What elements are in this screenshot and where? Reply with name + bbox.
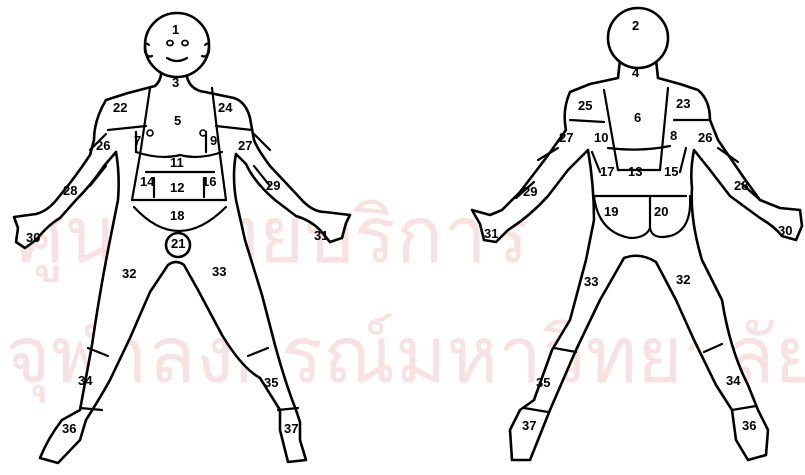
front-region-label: 7 [134, 133, 141, 148]
front-region-label: 30 [26, 230, 40, 245]
back-region-label: 31 [484, 226, 498, 241]
front-region-label: 28 [63, 183, 77, 198]
back-region-label: 28 [734, 178, 748, 193]
front-region-label: 27 [238, 138, 252, 153]
back-region-label: 37 [522, 418, 536, 433]
front-region-label: 3 [172, 75, 179, 90]
front-region-label: 34 [78, 373, 93, 388]
back-region-label: 20 [654, 204, 668, 219]
back-region-label: 34 [726, 373, 741, 388]
front-region-label: 35 [264, 375, 278, 390]
back-region-label: 15 [664, 164, 678, 179]
front-region-label: 36 [62, 421, 76, 436]
front-region-label: 11 [170, 155, 184, 170]
back-region-label: 17 [600, 164, 614, 179]
front-region-label: 33 [212, 264, 226, 279]
front-region-label: 24 [218, 100, 233, 115]
back-region-label: 33 [584, 274, 598, 289]
front-region-label: 26 [96, 138, 110, 153]
back-region-label: 10 [594, 130, 608, 145]
front-region-label: 18 [170, 208, 184, 223]
front-region-label: 9 [210, 133, 217, 148]
back-region-label: 2 [632, 18, 639, 33]
back-region-label: 27 [559, 130, 573, 145]
front-region-label: 22 [113, 100, 127, 115]
front-region-label: 1 [172, 22, 179, 37]
back-region-label: 32 [676, 272, 690, 287]
front-region-label: 16 [202, 174, 216, 189]
front-region-label: 29 [266, 178, 280, 193]
back-region-label: 26 [698, 130, 712, 145]
front-region-label: 37 [284, 421, 298, 436]
back-head [608, 8, 668, 68]
watermark-line-1: ศูนย์วิทยบริการ [15, 191, 529, 282]
front-region-label: 12 [170, 180, 184, 195]
back-region-label: 13 [628, 164, 642, 179]
back-region-label: 4 [632, 65, 640, 80]
back-region-label: 30 [778, 223, 792, 238]
front-region-label: 32 [122, 266, 136, 281]
front-region-label: 21 [171, 236, 185, 251]
back-region-label: 36 [742, 418, 756, 433]
back-region-label: 8 [670, 128, 677, 143]
back-region-label: 19 [604, 204, 618, 219]
front-region-label: 5 [174, 113, 181, 128]
back-region-label: 25 [578, 98, 592, 113]
back-region-label: 29 [523, 184, 537, 199]
back-region-label: 6 [634, 110, 641, 125]
front-region-label: 31 [314, 228, 328, 243]
front-region-label: 14 [140, 174, 155, 189]
back-region-label: 23 [676, 96, 690, 111]
back-region-label: 35 [536, 375, 550, 390]
